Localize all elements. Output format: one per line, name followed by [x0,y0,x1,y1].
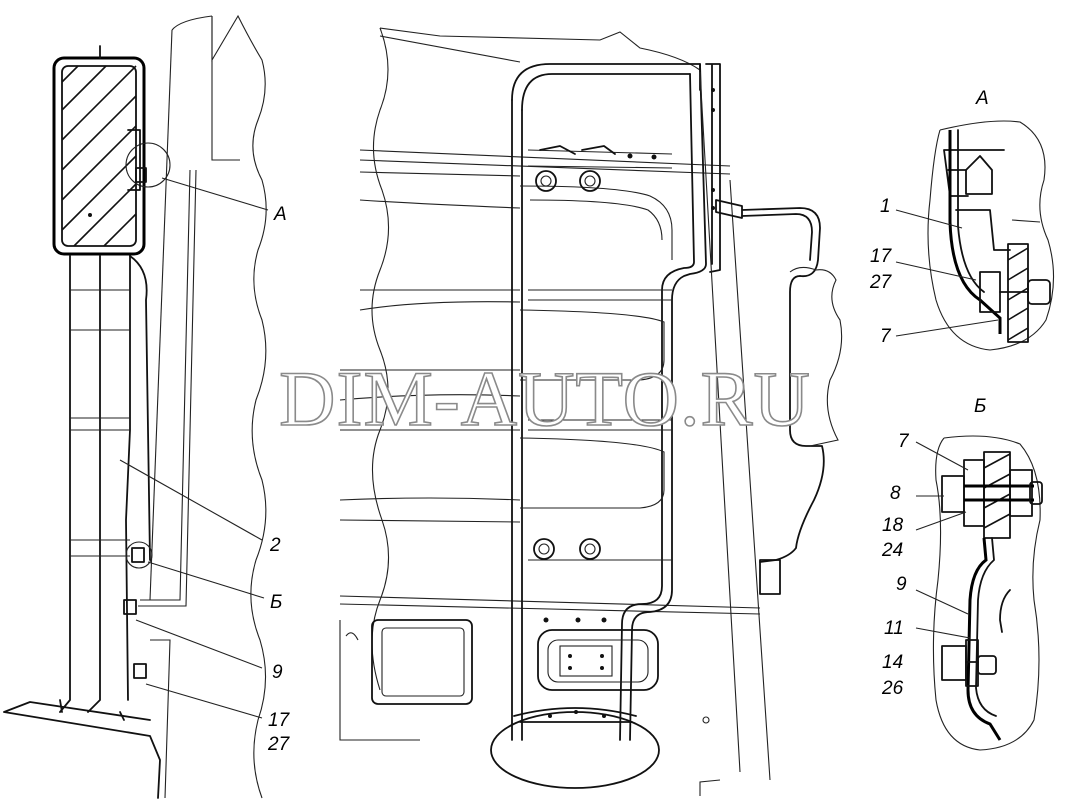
detail-b-circle [125,541,153,569]
detail-b-callout-26: 26 [881,678,904,699]
cab-edge-line [149,29,173,601]
mounting-foot [3,701,161,799]
detail-a-circle [125,142,171,188]
detail-a: А 1 17 27 7 [869,88,1055,351]
detail-a-callout-17: 17 [870,246,893,267]
right-post [705,63,721,273]
detail-b: Б 7 8 18 24 9 11 14 26 [881,396,1043,751]
mirror-hatching [61,65,137,247]
step-plate [537,629,659,691]
detail-b-title: Б [974,396,986,417]
center-break-line [371,27,390,691]
callout-27: 27 [267,734,291,755]
detail-b-callout-11: 11 [884,618,904,639]
callout-b: Б [270,592,282,613]
side-panel [371,619,473,705]
detail-a-outline [927,120,1055,351]
detail-a-callout-7: 7 [880,326,892,347]
mirror-housing [52,56,146,256]
detail-b-callout-7: 7 [898,431,910,452]
callout-a: А [273,204,287,225]
detail-b-callout-18: 18 [882,515,904,536]
detail-b-callout-9: 9 [896,574,907,595]
detail-b-callout-8: 8 [890,483,901,504]
callout-17: 17 [268,710,291,731]
detail-b-callout-24: 24 [881,540,903,561]
center-view [339,27,843,796]
detail-b-outline [932,435,1041,751]
detail-a-callout-27: 27 [869,272,893,293]
ladder-left-rail [511,63,701,111]
left-side-view [3,14,269,799]
cab-outline [211,14,267,799]
detail-a-callout-1: 1 [880,196,891,217]
cab-door-frame [211,16,240,161]
watermark-text: DIM-AUTO.RU [279,355,811,442]
hose-line [715,199,821,278]
detail-b-callout-14: 14 [882,652,903,673]
mirror-arm [59,255,131,713]
callout-2: 2 [269,535,281,556]
bottom-ellipse [490,711,660,789]
callout-9: 9 [272,662,283,683]
left-view-labels: А 2 Б 9 17 27 [267,204,291,755]
detail-a-title: А [975,88,989,109]
frame-bolts [533,153,710,724]
